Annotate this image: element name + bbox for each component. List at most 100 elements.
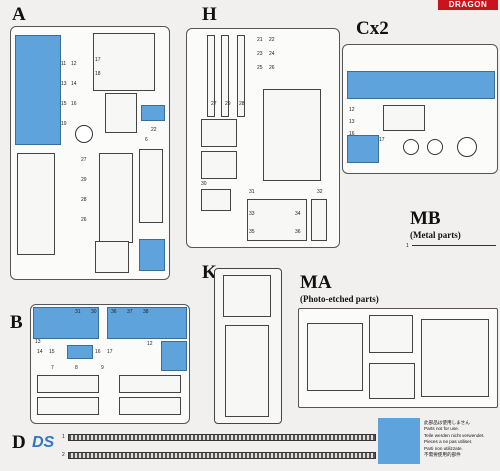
track-number: 2 bbox=[62, 452, 65, 458]
part-number: 19 bbox=[61, 121, 67, 127]
part-number: 23 bbox=[257, 51, 263, 57]
part-number: 8 bbox=[75, 365, 78, 371]
part-number: 36 bbox=[295, 229, 301, 235]
sprue-b-unused-parts bbox=[33, 307, 99, 339]
part-number: 12 bbox=[147, 341, 153, 347]
metal-rod bbox=[412, 245, 496, 246]
part-number: 25 bbox=[257, 65, 263, 71]
sprue-h-barrel bbox=[237, 35, 245, 117]
part-number: 30 bbox=[201, 181, 207, 187]
sprue-b-wheel-row bbox=[119, 397, 181, 415]
sprue-c: 12 13 16 17 bbox=[342, 44, 498, 174]
part-number: 27 bbox=[81, 157, 87, 163]
pe-part bbox=[369, 363, 415, 399]
sprue-h-part bbox=[201, 189, 231, 211]
part-number: 26 bbox=[269, 65, 275, 71]
hull-k-floor bbox=[225, 325, 269, 417]
sprue-label-d: D bbox=[12, 432, 26, 453]
part-number: 9 bbox=[101, 365, 104, 371]
part-number: 17 bbox=[107, 349, 113, 355]
part-number: 33 bbox=[249, 211, 255, 217]
part-number: 14 bbox=[71, 81, 77, 87]
pe-part bbox=[307, 323, 363, 391]
sprue-label-h: H bbox=[202, 4, 217, 25]
sprue-c-wheel bbox=[403, 139, 419, 155]
sprue-a-part bbox=[93, 33, 155, 91]
dragon-logo: DRAGON bbox=[438, 0, 498, 10]
sprue-a-unused-part bbox=[139, 239, 165, 271]
notice-line: Parts not for use. bbox=[424, 426, 459, 432]
part-number: 12 bbox=[71, 61, 77, 67]
sprue-a-part bbox=[99, 153, 133, 243]
sprue-h-part bbox=[201, 119, 237, 147]
sprue-c-unused-parts bbox=[347, 135, 379, 163]
part-number: 17 bbox=[379, 137, 385, 143]
sprue-a-unused-parts bbox=[15, 35, 61, 145]
sprue-c-part bbox=[383, 105, 425, 131]
part-number: 27 bbox=[211, 101, 217, 107]
sprue-a-part bbox=[139, 149, 163, 223]
sprue-b-unused-part bbox=[67, 345, 93, 359]
photo-etch-fret bbox=[298, 308, 498, 408]
sprue-b-unused-part bbox=[161, 341, 187, 371]
part-number: 17 bbox=[95, 57, 101, 63]
part-number: 6 bbox=[145, 137, 148, 143]
sprue-b: 13 31 30 36 37 38 14 15 16 17 12 7 8 9 bbox=[30, 304, 190, 424]
sprue-c-wheel bbox=[457, 137, 477, 157]
sprue-label-ma: MA bbox=[300, 272, 332, 293]
notice-line: 不需要使用的部件 bbox=[424, 452, 461, 458]
part-number: 26 bbox=[81, 217, 87, 223]
pe-part bbox=[369, 315, 413, 353]
track-run-1 bbox=[68, 434, 376, 441]
part-number: 28 bbox=[81, 197, 87, 203]
part-number: 29 bbox=[81, 177, 87, 183]
part-number: 36 bbox=[111, 309, 117, 315]
sprue-a-hull-part bbox=[17, 153, 55, 255]
sprue-b-wheel-row bbox=[119, 375, 181, 393]
part-number: 31 bbox=[249, 189, 255, 195]
sprue-h: 21 23 25 27 29 22 24 26 28 30 31 32 33 3… bbox=[186, 28, 340, 248]
sprue-a-gate bbox=[75, 125, 93, 143]
sprue-sublabel-ma: (Photo-etched parts) bbox=[300, 294, 379, 304]
ds-track-logo: DS bbox=[32, 434, 55, 451]
part-number: 32 bbox=[317, 189, 323, 195]
sprue-a-part bbox=[105, 93, 137, 133]
sprue-c-unused-parts bbox=[347, 71, 495, 99]
part-number: 15 bbox=[49, 349, 55, 355]
hull-k-engine-deck bbox=[223, 275, 271, 317]
not-for-use-swatch bbox=[378, 418, 420, 464]
part-number: 11 bbox=[61, 61, 67, 67]
part-number: 22 bbox=[151, 127, 157, 133]
sprue-h-part bbox=[311, 199, 327, 241]
hull-k bbox=[214, 268, 282, 424]
part-number: 31 bbox=[75, 309, 81, 315]
part-number: 22 bbox=[269, 37, 275, 43]
sprue-a-part bbox=[95, 241, 129, 273]
sprue-h-small-parts bbox=[263, 89, 321, 181]
sprue-a-unused-part bbox=[141, 105, 165, 121]
part-number: 35 bbox=[249, 229, 255, 235]
notice-line: Parti non utilizzate. bbox=[424, 445, 463, 451]
part-number: 16 bbox=[71, 101, 77, 107]
notice-line: Teile werden nicht verwendet. bbox=[424, 432, 485, 438]
part-number: 16 bbox=[349, 131, 355, 137]
part-number: 15 bbox=[61, 101, 67, 107]
part-number: 28 bbox=[239, 101, 245, 107]
pe-part bbox=[421, 319, 489, 397]
sprue-h-frame bbox=[247, 199, 307, 241]
sprue-label-k: K bbox=[202, 262, 217, 283]
part-number: 13 bbox=[349, 119, 355, 125]
part-number: 30 bbox=[91, 309, 97, 315]
notice-line: Pieces a ne pas utiliser. bbox=[424, 439, 473, 445]
part-number: 14 bbox=[37, 349, 43, 355]
sprue-b-unused-parts bbox=[107, 307, 187, 339]
part-number: 38 bbox=[143, 309, 149, 315]
part-number: 29 bbox=[225, 101, 231, 107]
sprue-c-wheel bbox=[427, 139, 443, 155]
part-number: 21 bbox=[257, 37, 263, 43]
sprue-label-c: Cx2 bbox=[356, 18, 389, 39]
part-number: 16 bbox=[95, 349, 101, 355]
sprue-b-wheel-row bbox=[37, 397, 99, 415]
track-number: 1 bbox=[62, 434, 65, 440]
